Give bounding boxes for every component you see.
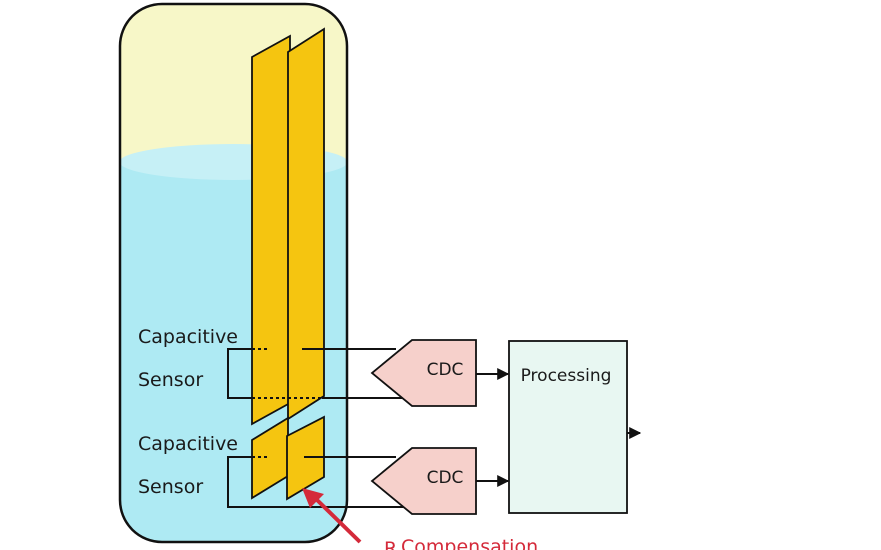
sensor-labels: Capacitive Sensor Capacitive Sensor: [138, 326, 238, 498]
lower-sensor-wiring: [227, 456, 412, 508]
compensation-label: Compensation: [401, 536, 538, 550]
cdc-lower-label: CDC: [427, 468, 464, 488]
compensation-arrow-shaft: [312, 495, 362, 544]
cdc-upper-label: CDC: [427, 360, 464, 380]
sensor-label-lower-line1: Capacitive: [138, 433, 238, 455]
tank-outline: [118, 2, 349, 544]
main-sensor-electrodes: [251, 27, 325, 426]
compensation-prefix: R: [384, 538, 397, 550]
cdc-to-processing-arrows: [476, 368, 510, 487]
sensor-label-upper-line1: Capacitive: [138, 326, 238, 348]
cdc-block-upper: CDC: [370, 339, 477, 407]
sensor-label-lower-line2: Sensor: [138, 476, 203, 498]
main-electrode-right: [287, 27, 325, 421]
processing-block: Processing: [508, 340, 628, 514]
main-electrode-left: [251, 34, 291, 426]
processing-label: Processing: [521, 366, 612, 386]
compensation-arrow-head: [302, 488, 324, 508]
compensation-annotation: R Compensation: [302, 488, 538, 550]
cdc-block-lower: CDC: [370, 447, 477, 515]
upper-sensor-wiring: [227, 348, 412, 399]
sensor-label-upper-line2: Sensor: [138, 369, 203, 391]
